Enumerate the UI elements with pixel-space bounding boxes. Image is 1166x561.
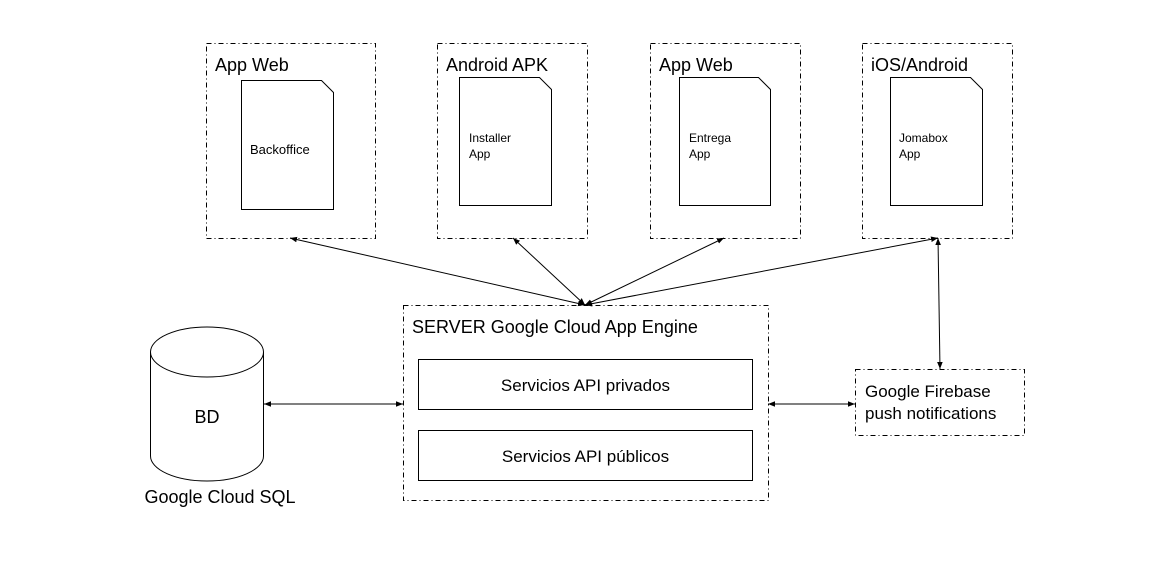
- database-group: BD Google Cloud SQL: [144, 326, 296, 507]
- database-caption: Google Cloud SQL: [144, 487, 295, 507]
- client-platform-label: Android APK: [446, 55, 548, 75]
- document-label: Backoffice: [250, 142, 310, 157]
- client-group-jomabox: iOS/Android Jomabox App: [862, 43, 1013, 239]
- document-icon: [679, 77, 771, 206]
- document-label-line2: App: [899, 147, 921, 161]
- document-label-line1: Installer: [469, 131, 511, 145]
- client-group-backoffice: App Web Backoffice: [206, 43, 376, 239]
- document-label-line1: Jomabox: [899, 131, 948, 145]
- firebase-label-line2: push notifications: [865, 404, 996, 423]
- connector-server-installer: [512, 237, 586, 306]
- client-platform-label: iOS/Android: [871, 55, 968, 75]
- server-group: SERVER Google Cloud App Engine Servicios…: [403, 305, 769, 501]
- private-api-label: Servicios API privados: [501, 376, 670, 395]
- document-icon: [459, 77, 552, 206]
- client-group-entrega: App Web Entrega App: [650, 43, 801, 239]
- firebase-container: [855, 369, 1025, 436]
- connector-server-jomabox: [584, 236, 939, 307]
- public-api-box: [418, 430, 753, 481]
- firebase-group: Google Firebase push notifications: [855, 369, 1025, 436]
- server-title: SERVER Google Cloud App Engine: [412, 317, 698, 337]
- document-label-line1: Entrega: [689, 131, 731, 145]
- database-cylinder-rim: [150, 351, 264, 378]
- client-group-installer: Android APK Installer App: [437, 43, 588, 239]
- client-platform-label: App Web: [215, 55, 289, 75]
- client-platform-label: App Web: [659, 55, 733, 75]
- private-api-box: [418, 359, 753, 410]
- document-label-line2: App: [469, 147, 491, 161]
- document-label-line2: App: [689, 147, 711, 161]
- database-label: BD: [194, 407, 219, 427]
- document-icon: [890, 77, 983, 206]
- database-cylinder-icon: [150, 326, 264, 482]
- connector-server-entrega: [584, 237, 725, 306]
- public-api-label: Servicios API públicos: [502, 447, 669, 466]
- firebase-label-line1: Google Firebase: [865, 382, 991, 401]
- document-icon: [241, 80, 334, 210]
- connector-jomabox-firebase: [935, 237, 943, 370]
- connector-server-backoffice: [289, 236, 586, 307]
